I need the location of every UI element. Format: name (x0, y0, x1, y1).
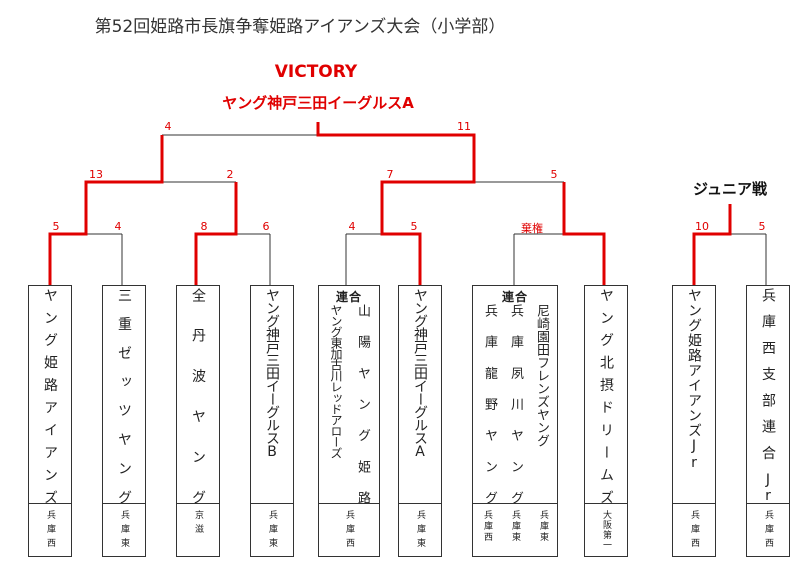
team-box: ヤング姫路アイアンズJr 兵庫西 (672, 285, 716, 557)
team-box-merged: 連合 山陽ヤング姫路 ヤング東加古川レッドアローズ 兵庫西 (318, 285, 380, 557)
team-box: 兵庫西支部連合Jr 兵庫西 (746, 285, 790, 557)
team-region: 兵庫東 (119, 510, 129, 552)
score-r1-m3-right: 5 (410, 220, 418, 233)
team-name: ヤング姫路アイアンズ (42, 288, 58, 504)
score-sf2-left: 7 (386, 168, 394, 181)
winner-path (48, 135, 164, 285)
team-name: ヤング姫路アイアンズJr (686, 288, 702, 472)
team-name: ヤング神戸三田イーグルスA (412, 288, 428, 459)
team-region: 兵庫東 (510, 510, 520, 543)
score-r1-m1-right: 4 (114, 220, 122, 233)
team-box: 全丹波ヤング 京滋 (176, 285, 220, 557)
winner-path (692, 204, 732, 285)
winner-path (194, 182, 238, 285)
team-name: 兵庫夙川ヤング (508, 304, 523, 504)
team-name: ヤング北摂ドリームズ (598, 288, 614, 504)
team-region: 兵庫西 (689, 510, 699, 552)
team-box-merged: 連合 尼崎園田フレンズヤング 兵庫夙川ヤング 兵庫龍野ヤング 兵庫東 兵庫東 兵… (472, 285, 558, 557)
team-region: 兵庫東 (267, 510, 277, 552)
team-region: 大阪第一 (601, 510, 611, 550)
team-box: ヤング姫路アイアンズ 兵庫西 (28, 285, 72, 557)
score-final-right: 11 (457, 120, 471, 133)
victory-label: VICTORY (274, 62, 358, 82)
team-box: ヤング北摂ドリームズ 大阪第一 (584, 285, 628, 557)
team-region: 兵庫西 (45, 510, 55, 552)
team-name: ヤング神戸三田イーグルスB (264, 288, 280, 459)
merged-team-label: 連合 (335, 290, 362, 304)
team-region: 兵庫東 (538, 510, 548, 543)
team-box: 三重ゼッツヤング 兵庫東 (102, 285, 146, 557)
score-sf1-left: 13 (89, 168, 103, 181)
score-r1-m2-left: 8 (200, 220, 208, 233)
score-sf1-right: 2 (226, 168, 234, 181)
score-junior-left: 10 (695, 220, 709, 233)
team-region: 京滋 (193, 510, 203, 538)
team-region: 兵庫西 (344, 510, 354, 552)
winner-path (562, 182, 606, 285)
team-region: 兵庫西 (763, 510, 773, 552)
champion-name: ヤング神戸三田イーグルスA (222, 94, 414, 112)
team-name: ヤング東加古川レッドアローズ (329, 304, 343, 458)
score-junior-right: 5 (758, 220, 766, 233)
score-r1-m2-right: 6 (262, 220, 270, 233)
team-box: ヤング神戸三田イーグルスA 兵庫東 (398, 285, 442, 557)
winner-path (316, 122, 476, 285)
team-name: 兵庫龍野ヤング (482, 304, 497, 504)
merged-team-label: 連合 (501, 290, 528, 304)
score-r1-m3-left: 4 (348, 220, 356, 233)
team-name: 尼崎園田フレンズヤング (534, 304, 549, 447)
team-box: ヤング神戸三田イーグルスB 兵庫東 (250, 285, 294, 557)
team-name: 全丹波ヤング (190, 288, 206, 504)
team-name: 三重ゼッツヤング (116, 288, 132, 504)
page-title: 第52回姫路市長旗争奪姫路アイアンズ大会（小学部） (94, 17, 506, 37)
team-name: 山陽ヤング姫路 (355, 304, 370, 504)
team-region: 兵庫東 (415, 510, 425, 552)
score-final-left: 4 (164, 120, 172, 133)
junior-bracket-title: ジュニア戦 (693, 180, 767, 198)
score-r1-m1-left: 5 (52, 220, 60, 233)
team-region: 兵庫西 (482, 510, 492, 543)
score-r1-m4-forfeit: 棄権 (521, 222, 543, 235)
team-name: 兵庫西支部連合Jr (760, 288, 776, 504)
score-sf2-right: 5 (550, 168, 558, 181)
